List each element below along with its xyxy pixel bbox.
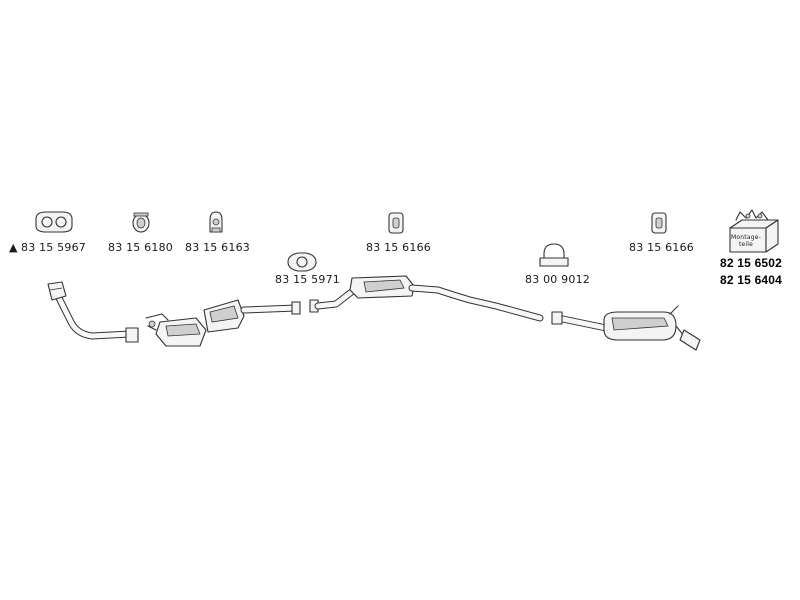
- part-number-label: 83 15 5971: [275, 273, 340, 286]
- part-number-label: 83 15 6166: [366, 241, 431, 254]
- gasket-icon: [35, 211, 73, 233]
- part-number-label: 83 15 6180: [108, 241, 173, 254]
- part-number-label: 83 00 9012: [525, 273, 590, 286]
- hanger-icon: [132, 212, 150, 233]
- rubber-mount-icon: [209, 211, 223, 233]
- front-downpipe: [47, 281, 139, 343]
- catalytic-converter: [145, 299, 301, 347]
- kit-number-label: 82 15 6502: [720, 256, 783, 270]
- rubber-ring-icon-2: [651, 212, 667, 234]
- part-number-label: 83 15 6166: [629, 241, 694, 254]
- rear-silencer: [551, 305, 701, 351]
- part-number-label: 83 15 5967: [21, 241, 86, 254]
- flange-gasket-icon: [287, 252, 317, 272]
- mounting-kit-box-icon: [729, 209, 779, 253]
- triangle-marker: ▲: [9, 241, 18, 254]
- clamp-icon: [539, 243, 569, 267]
- centre-pipe-with-silencer: [309, 275, 544, 322]
- kit-box-text: Montage-teile: [731, 234, 761, 248]
- part-number-label: 83 15 6163: [185, 241, 250, 254]
- rubber-ring-icon: [388, 212, 404, 234]
- kit-number-label: 82 15 6404: [720, 273, 783, 287]
